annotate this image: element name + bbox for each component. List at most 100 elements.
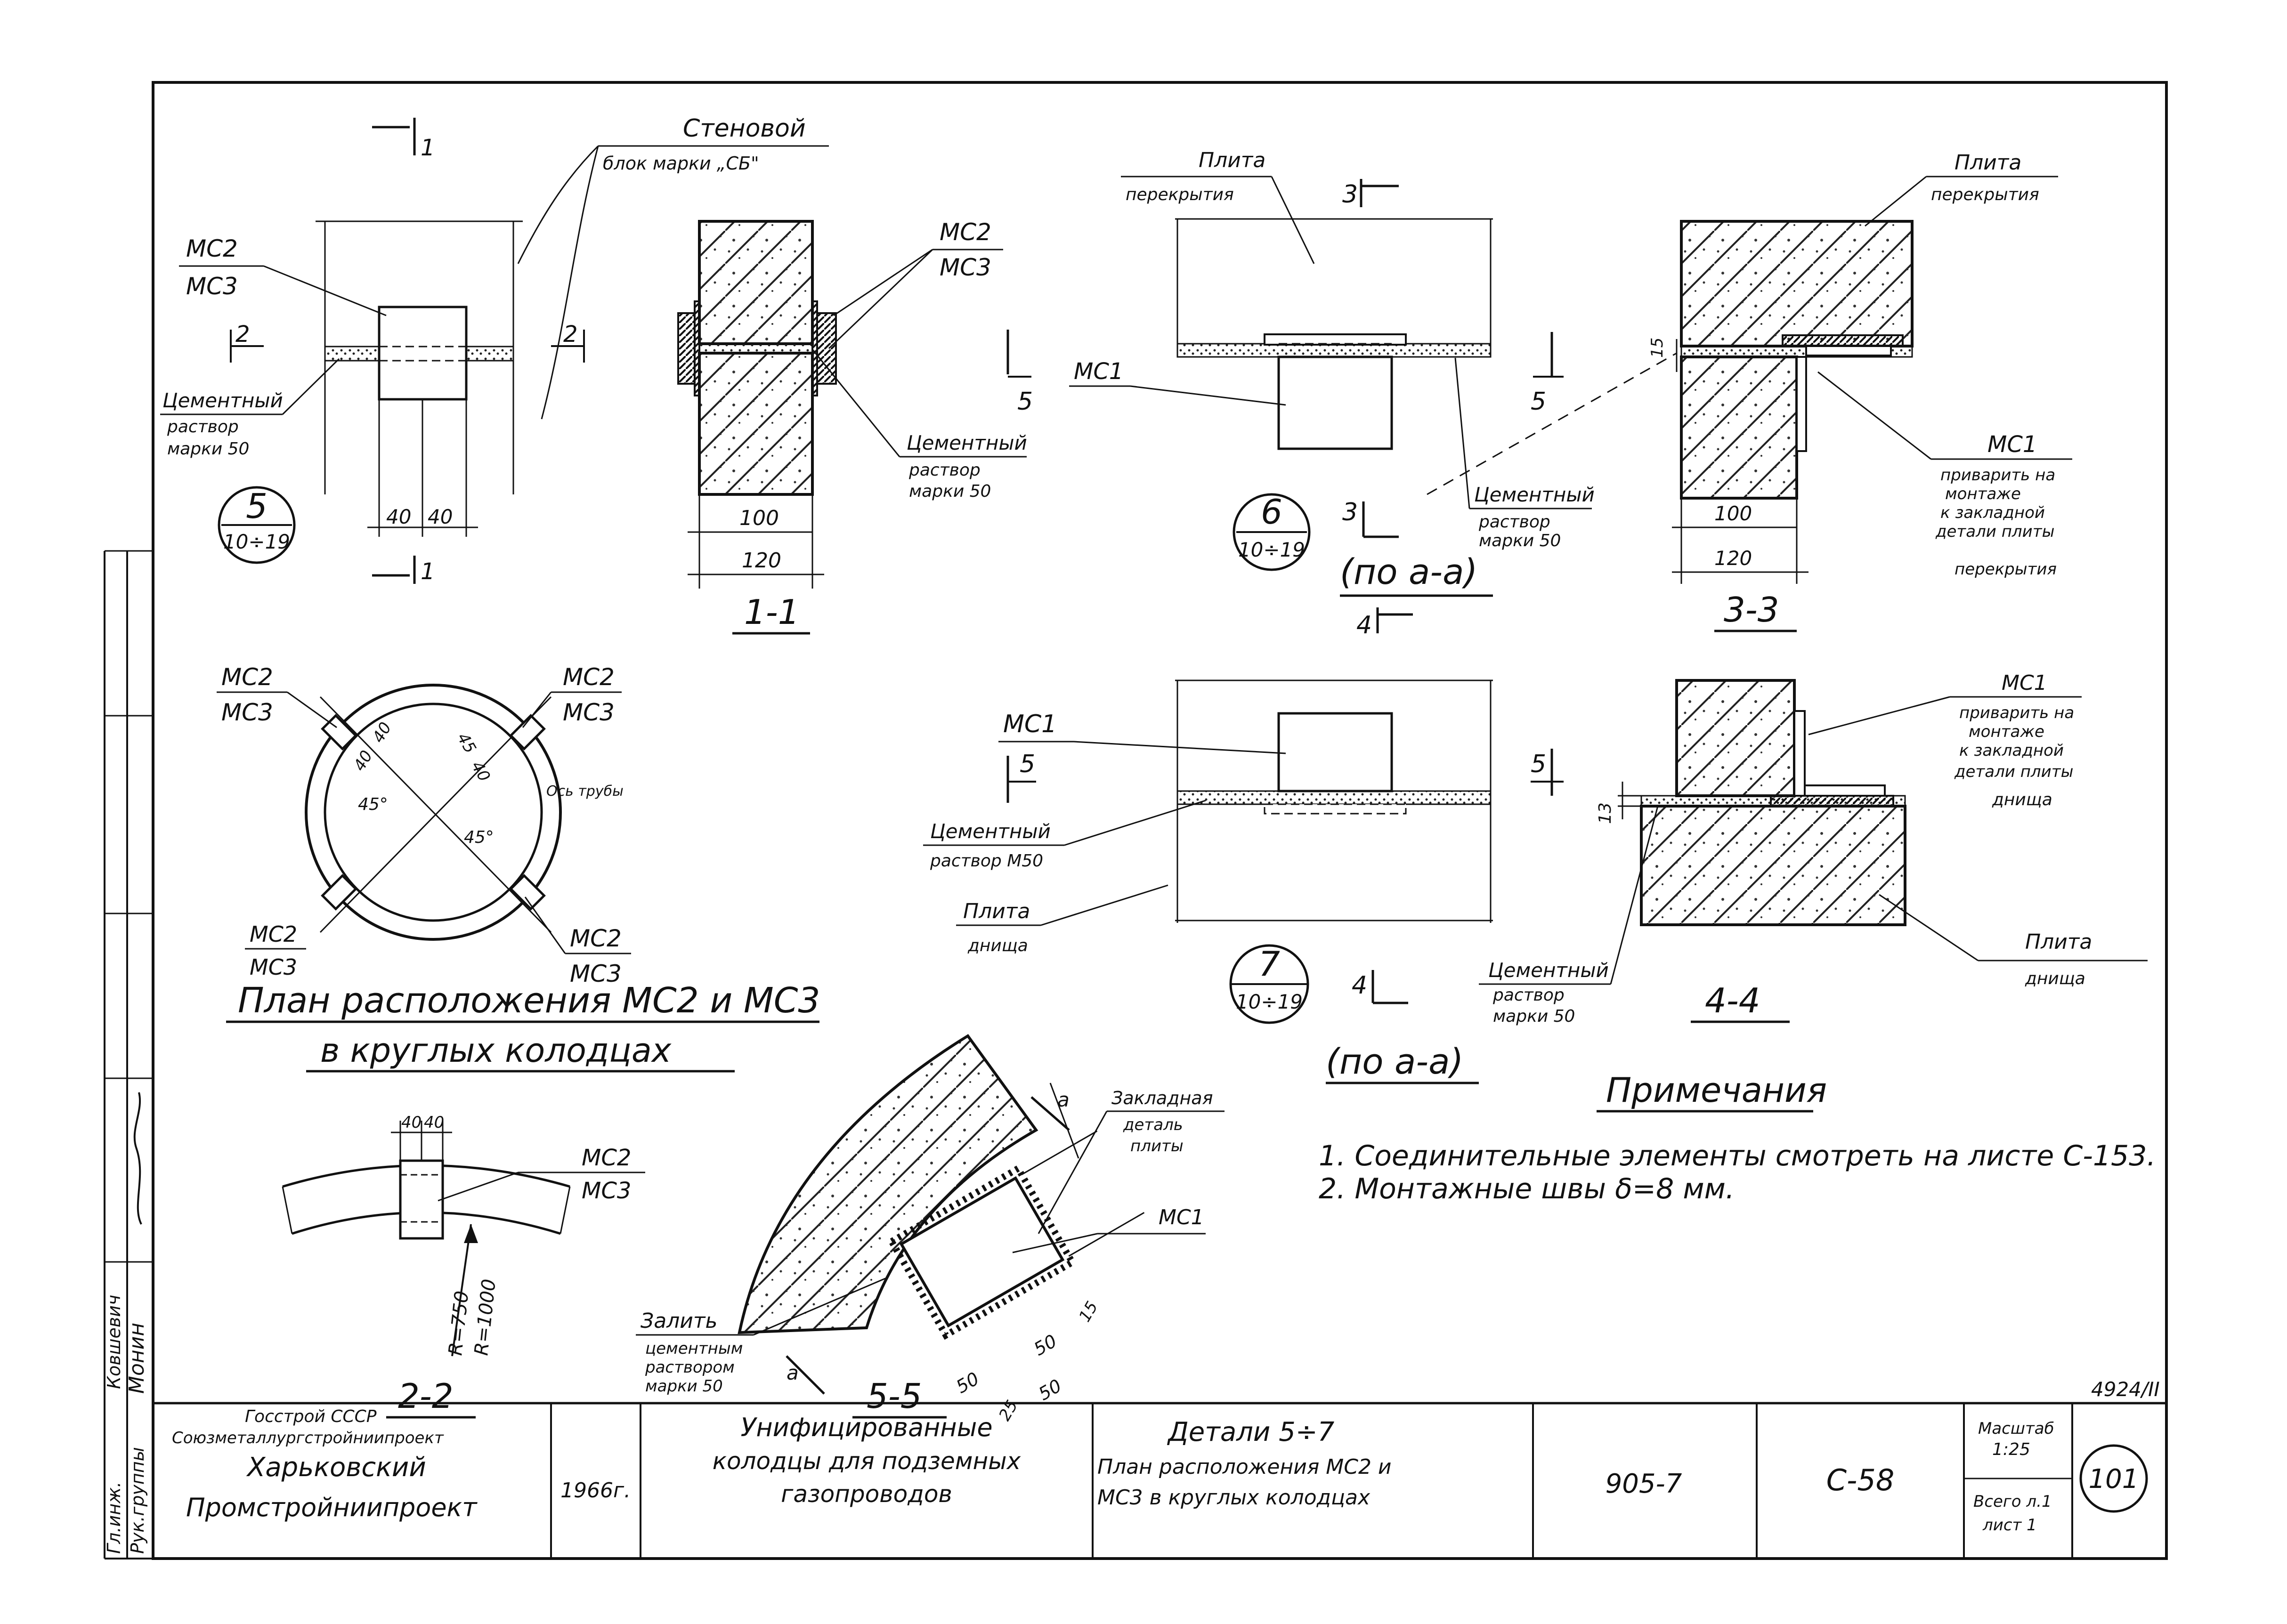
label-ms3: МС3 <box>582 1178 631 1204</box>
label-weld-note: к закладной <box>1940 503 2045 522</box>
label-pipe-axis: Ось трубы <box>546 783 624 800</box>
notes-title: Примечания <box>1606 1070 1827 1110</box>
callout-range: 10÷19 <box>223 530 290 553</box>
label-mortar: раствор <box>1478 512 1550 532</box>
label-ms1: МС1 <box>1159 1205 1204 1229</box>
org-name: Харьковский <box>246 1452 426 1483</box>
label-ms3: МС3 <box>221 699 273 726</box>
plan-title: в круглых колодцах <box>320 1031 672 1070</box>
stamp-row-2: Ковшевич <box>104 1295 124 1389</box>
callout-circle-5 <box>218 486 296 564</box>
label-mortar: марки 50 <box>1479 531 1561 550</box>
label-mortar: раствор <box>1492 986 1565 1005</box>
label-mortar: Цементный <box>1488 959 1609 982</box>
section-4-4: МС1 приварить на монтаже к закладной дет… <box>1479 671 2148 1026</box>
archive-number: 4924/II <box>2091 1378 2160 1401</box>
dim-15: 15 <box>1075 1298 1102 1325</box>
label-mortar: Цементный <box>930 820 1051 843</box>
section-label-5-5: 5-5 <box>867 1376 922 1416</box>
label-embedded-part: деталь <box>1123 1115 1183 1134</box>
section-mark-a: а <box>787 1361 799 1384</box>
label-weld-note: детали плиты <box>1954 762 2073 781</box>
label-slab: перекрытия <box>1126 185 1234 204</box>
section-mark-1: 1 <box>421 135 435 161</box>
label-wall-block: блок марки „СБ" <box>603 153 759 174</box>
sheet-title: Детали 5÷7 <box>1167 1417 1335 1447</box>
label-mortar: Цементный <box>162 389 283 412</box>
label-mortar: марки 50 <box>909 482 991 501</box>
label-embedded-part: Закладная <box>1111 1088 1213 1108</box>
label-weld-note: детали плиты <box>1935 522 2054 541</box>
sheet-code: С-58 <box>1826 1463 1895 1497</box>
dim-25: 25 <box>995 1397 1022 1424</box>
section-label-3-3: 3-3 <box>1724 590 1779 630</box>
plan-circular-wells: МС2 МС3 МС2 МС3 МС2 МС3 МС2 МС3 40 40 45… <box>217 663 820 1073</box>
stamp-row-3: Рук.группы <box>127 1447 148 1554</box>
label-mortar: раствор М50 <box>930 851 1043 871</box>
angle-45: 45° <box>358 795 388 814</box>
label-ms1: МС1 <box>1987 431 2037 458</box>
label-slab: Плита <box>963 899 1030 923</box>
label-ms3: МС3 <box>570 960 622 987</box>
label-embedded-part: плиты <box>1130 1137 1184 1155</box>
dim-radius-1000: R=1000 <box>470 1278 500 1357</box>
view-label: (по а-а) <box>1326 1042 1463 1082</box>
dim-45: 45 <box>453 730 479 757</box>
label-ms2: МС2 <box>940 218 991 246</box>
label-mortar: раствор <box>167 417 239 436</box>
label-ms2: МС2 <box>563 663 615 691</box>
year: 1966г. <box>560 1479 631 1503</box>
dim-radius-750: R=750 <box>445 1290 473 1357</box>
project-title: Унифицированные <box>740 1413 992 1442</box>
section-mark-4: 4 <box>1352 971 1367 1000</box>
label-wall-block: Стеновой <box>683 114 806 143</box>
dim-40: 40 <box>467 758 494 785</box>
plan-title: План расположения МС2 и МС3 <box>238 980 820 1021</box>
label-ms2: МС2 <box>221 663 273 691</box>
angle-45: 45° <box>464 828 494 847</box>
label-weld-note: монтаже <box>1969 722 2044 741</box>
section-label-4-4: 4-4 <box>1705 981 1760 1020</box>
callout-number: 7 <box>1258 944 1280 984</box>
section-mark-2: 2 <box>563 321 578 347</box>
note-1: 1. Соединительные элементы смотреть на л… <box>1319 1139 2156 1172</box>
connector-ms2-ms3 <box>378 306 468 401</box>
dim-40: 40 <box>401 1113 422 1132</box>
dim-120: 120 <box>1714 547 1752 570</box>
scale-value: 1:25 <box>1992 1440 2030 1459</box>
dim-15: 15 <box>1648 338 1667 358</box>
dim-50: 50 <box>953 1368 983 1398</box>
section-mark-5: 5 <box>1531 388 1546 416</box>
label-mortar: Цементный <box>1474 483 1595 506</box>
label-weld-note: приварить на <box>1959 703 2074 722</box>
detail-7: МС1 5 Цементный раствор М50 Плита днища … <box>923 679 1493 1084</box>
dim-40: 40 <box>428 505 453 528</box>
org-name: Госстрой СССР <box>245 1407 377 1426</box>
label-weld-note: перекрытия <box>1954 560 2057 579</box>
label-slab: Плита <box>1199 148 1265 172</box>
sheet-frame <box>152 81 2168 1560</box>
stamp-row-4: Монин <box>125 1323 149 1394</box>
dim-100: 100 <box>739 506 779 530</box>
callout-range: 10÷19 <box>1236 990 1303 1013</box>
callout-number: 6 <box>1261 492 1282 532</box>
label-ms1: МС1 <box>1074 358 1123 385</box>
section-mark-5: 5 <box>1020 750 1035 778</box>
view-label: (по а-а) <box>1340 552 1477 592</box>
label-slab: Плита <box>1954 151 2021 175</box>
label-mortar: марки 50 <box>1493 1007 1575 1026</box>
label-ms1: МС1 <box>2002 671 2047 695</box>
callout-number: 5 <box>246 486 268 526</box>
section-label-2-2: 2-2 <box>398 1376 454 1416</box>
callout-range: 10÷19 <box>1238 538 1305 561</box>
dim-40: 40 <box>350 747 376 774</box>
label-slab: днища <box>967 936 1028 955</box>
dim-40: 40 <box>424 1113 444 1132</box>
label-mortar: марки 50 <box>167 439 249 459</box>
section-3-3: Плита перекрытия 15 5 МС1 приварить на м… <box>1427 151 2072 632</box>
total-sheets: Всего л.1 <box>1973 1492 2052 1511</box>
dim-50: 50 <box>1035 1375 1065 1405</box>
signature-mark <box>133 1092 142 1225</box>
